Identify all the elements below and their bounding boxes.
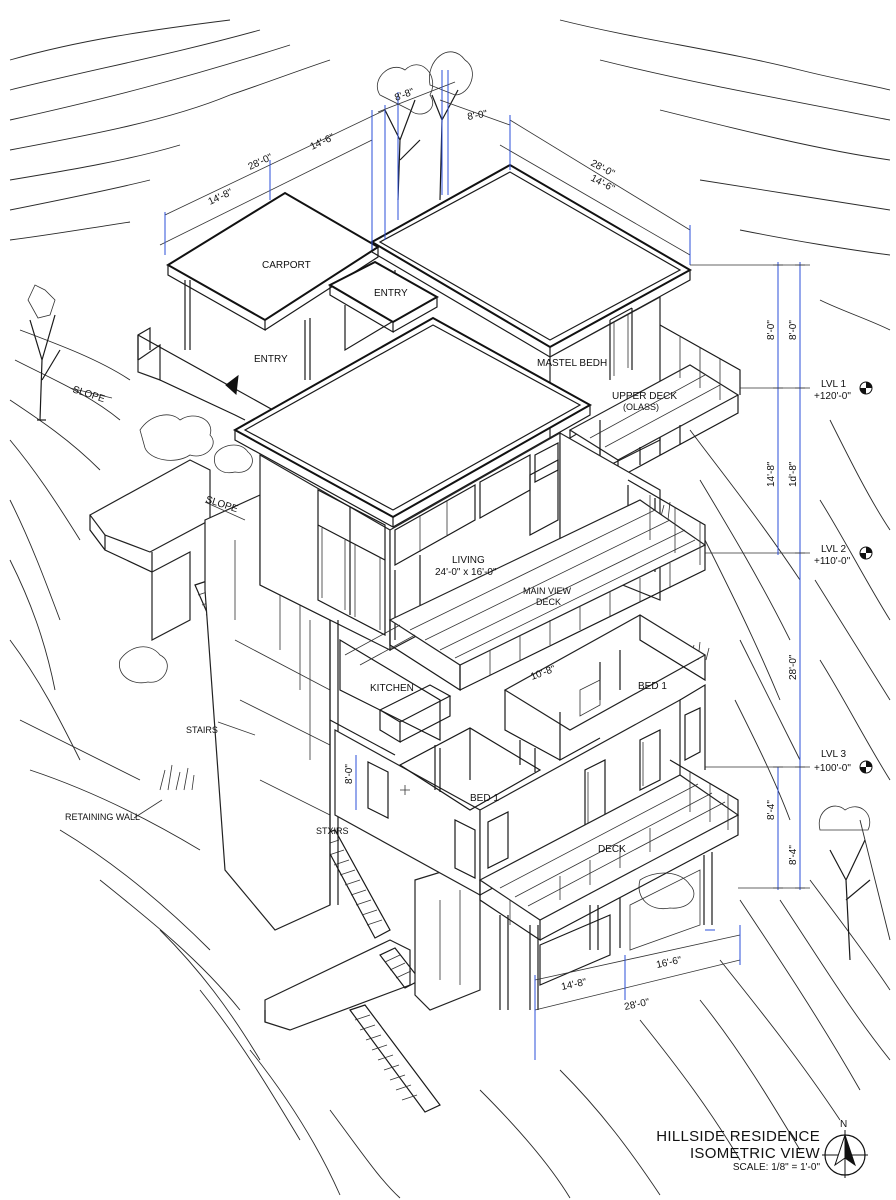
label-main-view-deck-2: DECK <box>536 597 561 607</box>
label-carport: CARPORT <box>262 260 311 271</box>
dim-top-left-b: 14'-6" <box>309 132 337 153</box>
label-deck: DECK <box>598 844 626 855</box>
label-living-dims: 24'-0" x 16'-0" <box>435 567 497 578</box>
dim-bottom-a: 14'-8" <box>560 977 588 993</box>
dim-right-v3a: 8'-4" <box>766 800 777 820</box>
drawing-scale: SCALE: 1/8" = 1'-0" <box>732 1162 820 1173</box>
label-upper-deck-note: (OLASS) <box>623 402 659 412</box>
label-retaining-wall: RETAINING WALL <box>65 812 140 822</box>
slope-arrow-1 <box>69 387 113 399</box>
upper-level <box>327 163 741 480</box>
label-bed1-a: BED 1 <box>638 681 667 692</box>
level-marker-3 <box>859 760 873 774</box>
level-3-elevation: +100'-0" <box>814 763 851 774</box>
contour-lines <box>9 19 891 1199</box>
label-living: LIVING <box>452 555 485 566</box>
stairs-leader <box>217 721 256 736</box>
label-upper-deck: UPPER DECK <box>612 391 677 402</box>
north-arrow-icon: N <box>822 1119 868 1178</box>
living-level <box>232 316 707 905</box>
north-letter: N <box>840 1119 847 1130</box>
dim-right-v1b: 8'-0" <box>788 320 799 340</box>
label-master-bed: MASTEL BEDH <box>537 358 607 369</box>
dim-right-v2a: 14'-8" <box>766 461 777 487</box>
level-2-name: LVL 2 <box>821 544 846 555</box>
dim-right-v1a: 8'-0" <box>766 320 777 340</box>
lower-level <box>334 614 740 986</box>
level-2-elevation: +110'-0" <box>814 556 851 567</box>
level-3-name: LVL 3 <box>821 749 846 760</box>
dim-bed-height: 8'-0" <box>344 764 355 784</box>
level-marker-1 <box>859 381 873 395</box>
concrete-base <box>204 494 713 1011</box>
retaining-walls <box>89 326 411 1031</box>
dim-top-left-a: 14'-8" <box>207 187 235 208</box>
label-stairs-1: STAIRS <box>186 725 218 735</box>
label-slope-1: SLOPE <box>71 384 106 405</box>
retaining-wall-leader <box>133 799 163 819</box>
level-markers <box>859 381 873 774</box>
dim-right-v2b: 1d'-8" <box>788 461 799 487</box>
label-entry-upper: ENTRY <box>374 288 408 299</box>
dim-top-right-small: 8'-0" <box>467 109 489 123</box>
dim-bottom-b: 16'-6" <box>655 955 683 971</box>
dimension-lines <box>159 70 810 1060</box>
level-1-elevation: +120'-0" <box>814 391 851 402</box>
label-entry-lower: ENTRY <box>254 354 288 365</box>
label-stairs-2: STXIRS <box>316 826 349 836</box>
level-marker-2 <box>859 546 873 560</box>
drawing-title: HILLSIDE RESIDENCE <box>656 1128 820 1145</box>
label-kitchen: KITCHEN <box>370 683 414 694</box>
entry-arrow-icon <box>225 374 239 396</box>
dim-right-overall: 28'-0" <box>788 654 799 680</box>
level-labels: LVL 1 +120'-0" LVL 2 +110'-0" LVL 3 +100… <box>814 379 851 774</box>
dim-right-v3b: 8'-4" <box>788 845 799 865</box>
title-block: HILLSIDE RESIDENCE ISOMETRIC VIEW SCALE:… <box>656 1128 820 1174</box>
label-main-view-deck-1: MAIN VIEW <box>523 586 572 596</box>
drawing-subtitle: ISOMETRIC VIEW <box>689 1145 820 1162</box>
dim-bottom-overall: 28'-0" <box>623 997 651 1013</box>
slope-arrow-2 <box>204 501 246 521</box>
level-1-name: LVL 1 <box>821 379 846 390</box>
label-bed1-b: BED 1 <box>470 793 499 804</box>
